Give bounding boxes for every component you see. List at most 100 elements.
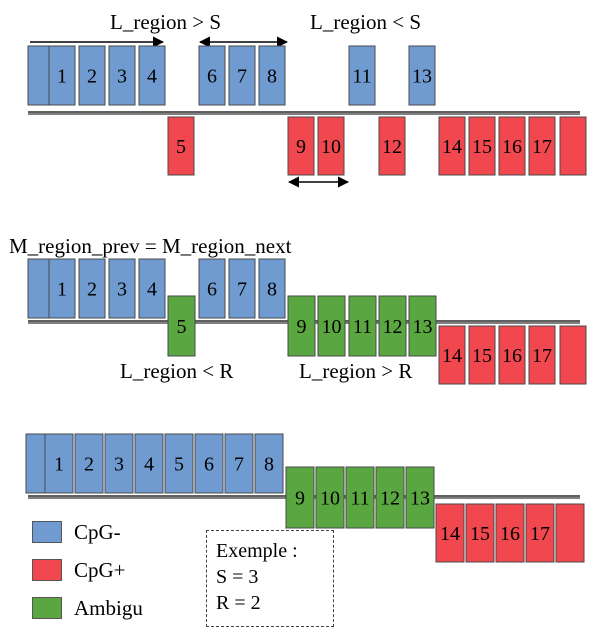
region-box-label: 5 bbox=[174, 454, 184, 476]
region-box-label: 9 bbox=[297, 316, 307, 338]
region-box-label: 8 bbox=[267, 66, 277, 88]
region-box-label: 2 bbox=[87, 279, 97, 301]
legend-label-cpg-plus: CpG+ bbox=[74, 557, 126, 582]
label-l-region-lt-s: L_region < S bbox=[310, 10, 421, 34]
region-box-label: 15 bbox=[472, 345, 492, 367]
region-box-label: 3 bbox=[117, 279, 127, 301]
region-box-label: 9 bbox=[295, 488, 305, 510]
region-box-label: 12 bbox=[383, 316, 403, 338]
region-box-label: 7 bbox=[237, 66, 247, 88]
region-box bbox=[258, 45, 286, 106]
region-box bbox=[78, 45, 106, 106]
region-box bbox=[468, 116, 496, 176]
region-box bbox=[108, 258, 136, 319]
region-box bbox=[345, 466, 375, 529]
region-box-label: 7 bbox=[237, 279, 247, 301]
region-box-label: 1 bbox=[54, 454, 64, 476]
region-box-label: 6 bbox=[207, 279, 217, 301]
region-box-label: 11 bbox=[353, 316, 372, 338]
region-box bbox=[198, 258, 226, 319]
region-box-label: 15 bbox=[470, 523, 490, 545]
region-box bbox=[104, 433, 134, 494]
label-m-region: M_region_prev = M_region_next bbox=[9, 234, 292, 258]
region-box-label: 3 bbox=[114, 454, 124, 476]
region-box bbox=[468, 325, 496, 385]
legend-item-ambigu: Ambigu bbox=[32, 596, 143, 620]
region-box bbox=[48, 258, 76, 319]
region-box bbox=[408, 295, 437, 357]
region-box-label: 14 bbox=[442, 136, 462, 158]
region-box-label: 1 bbox=[57, 279, 67, 301]
region-box bbox=[164, 433, 194, 494]
region-box-label: 7 bbox=[234, 454, 244, 476]
exemple-box: Exemple : S = 3 R = 2 bbox=[206, 530, 334, 627]
region-box bbox=[198, 45, 226, 106]
region-box bbox=[435, 503, 465, 563]
region-box bbox=[317, 295, 346, 357]
ambigu-swatch bbox=[32, 597, 62, 619]
region-box-label: 12 bbox=[382, 136, 402, 158]
label-l-region-gt-r: L_region > R bbox=[299, 359, 412, 383]
region-box-label: 16 bbox=[500, 523, 520, 545]
region-box bbox=[228, 45, 256, 106]
exemple-r-value: R = 2 bbox=[216, 592, 261, 614]
label-l-region-gt-s: L_region > S bbox=[110, 10, 221, 34]
region-box bbox=[498, 116, 526, 176]
region-box-label: 11 bbox=[352, 66, 371, 88]
region-box-label: 15 bbox=[472, 136, 492, 158]
legend-label-ambigu: Ambigu bbox=[74, 595, 143, 620]
region-box bbox=[108, 45, 136, 106]
region-box-label: 17 bbox=[530, 523, 550, 545]
region-box-label: 12 bbox=[380, 488, 400, 510]
region-box bbox=[559, 325, 587, 385]
region-box-label: 14 bbox=[440, 523, 460, 545]
region-box bbox=[287, 116, 315, 176]
region-box bbox=[228, 258, 256, 319]
region-box-label: 16 bbox=[502, 136, 522, 158]
region-box-label: 13 bbox=[410, 488, 430, 510]
region-box bbox=[138, 45, 166, 106]
region-box-label: 14 bbox=[442, 345, 462, 367]
region-box bbox=[528, 116, 556, 176]
region-box bbox=[378, 116, 406, 176]
region-box bbox=[254, 433, 284, 494]
region-box-label: 16 bbox=[502, 345, 522, 367]
region-box bbox=[438, 325, 466, 385]
legend-label-cpg-minus: CpG- bbox=[74, 519, 121, 544]
region-box-label: 11 bbox=[350, 488, 369, 510]
label-l-region-lt-r: L_region < R bbox=[120, 359, 233, 383]
region-box-label: 1 bbox=[57, 66, 67, 88]
region-box bbox=[287, 295, 316, 357]
region-box bbox=[438, 116, 466, 176]
region-box bbox=[167, 295, 196, 357]
region-box-label: 13 bbox=[413, 316, 433, 338]
cpg-minus-swatch bbox=[32, 521, 62, 543]
region-box bbox=[134, 433, 164, 494]
region-box bbox=[555, 503, 585, 563]
region-box-label: 4 bbox=[147, 66, 157, 88]
region-box-label: 6 bbox=[207, 66, 217, 88]
region-box bbox=[378, 295, 407, 357]
legend-item-cpg-plus: CpG+ bbox=[32, 558, 126, 582]
region-box bbox=[348, 45, 376, 106]
region-box-label: 10 bbox=[321, 136, 341, 158]
exemple-s-value: S = 3 bbox=[216, 566, 259, 588]
region-box bbox=[495, 503, 525, 563]
region-box bbox=[465, 503, 495, 563]
region-box bbox=[317, 116, 345, 176]
region-box bbox=[48, 45, 76, 106]
legend-item-cpg-minus: CpG- bbox=[32, 520, 121, 544]
region-box bbox=[408, 45, 436, 106]
region-box bbox=[194, 433, 224, 494]
region-box-label: 6 bbox=[204, 454, 214, 476]
region-box-label: 4 bbox=[147, 279, 157, 301]
